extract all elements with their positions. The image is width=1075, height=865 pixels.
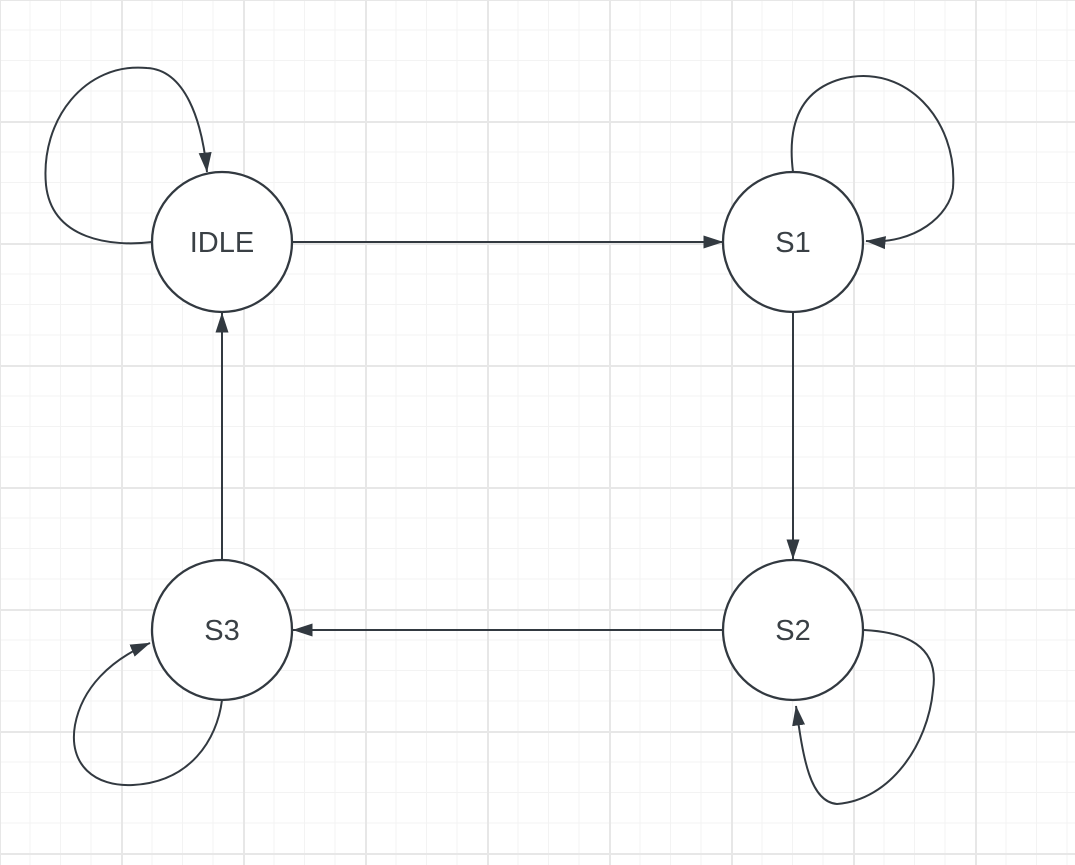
state-node-s1[interactable]: S1: [721, 170, 865, 314]
state-circle-s2[interactable]: [721, 558, 865, 702]
self-loop-s1[interactable]: [790, 75, 955, 250]
nodes-layer: IDLE S1 S2 S3: [150, 170, 865, 702]
state-label-s3: S3: [204, 615, 239, 647]
state-circle-s1[interactable]: [721, 170, 865, 314]
state-circle-idle[interactable]: [150, 170, 294, 314]
state-node-s3[interactable]: S3: [150, 558, 294, 702]
self-loop-idle[interactable]: [44, 66, 212, 245]
state-label-s2: S2: [775, 615, 810, 647]
state-label-s1: S1: [775, 227, 810, 259]
edges-layer: [44, 66, 955, 806]
state-node-s2[interactable]: S2: [721, 558, 865, 702]
state-circle-s3[interactable]: [150, 558, 294, 702]
self-loop-s2[interactable]: [792, 629, 935, 806]
state-label-idle: IDLE: [190, 227, 254, 259]
state-node-idle[interactable]: IDLE: [150, 170, 294, 314]
self-loop-s3[interactable]: [72, 642, 223, 787]
